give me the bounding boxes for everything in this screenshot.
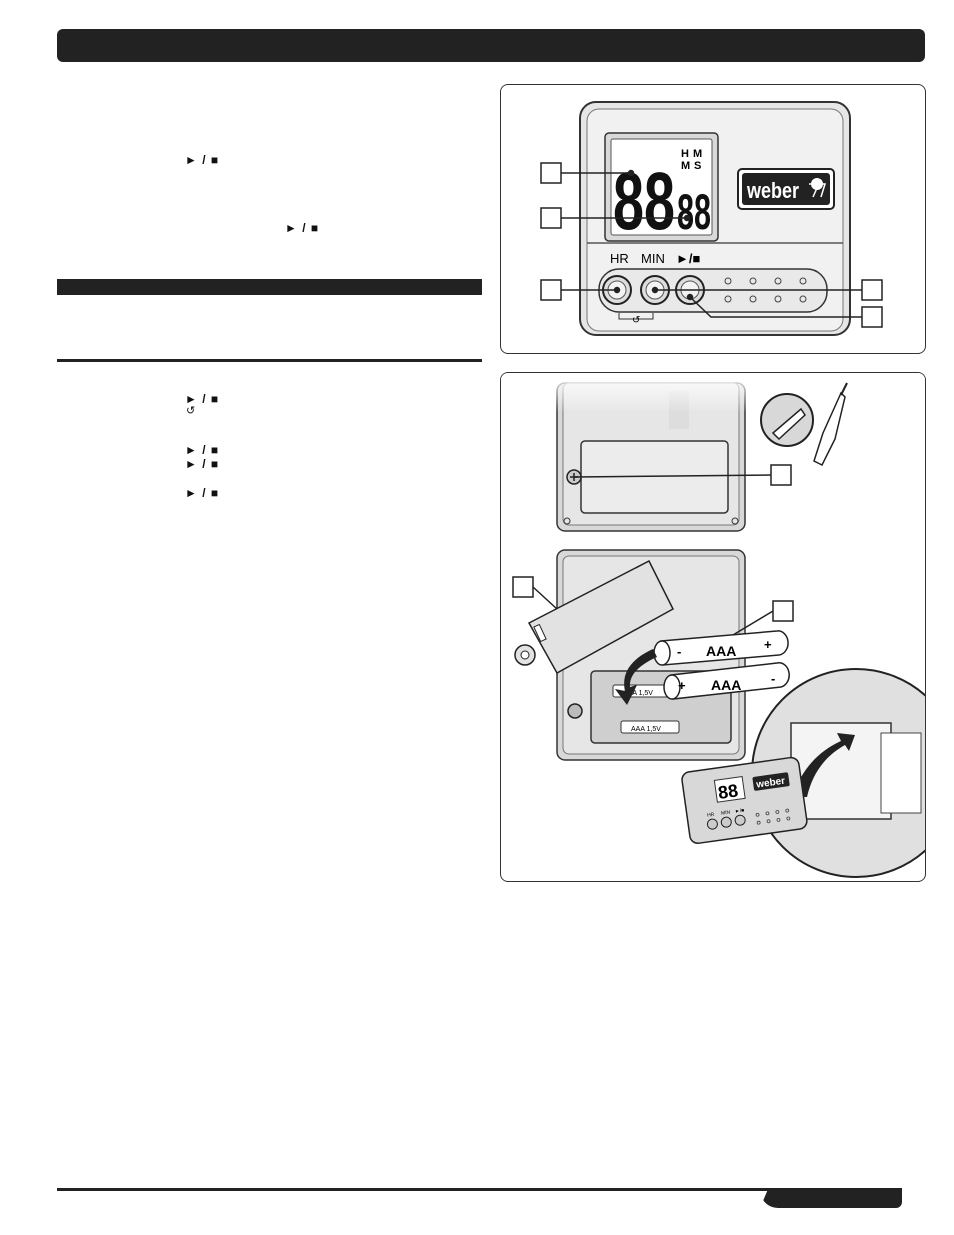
callout-box [540,207,562,229]
mini-start-stop-label: ►/■ [735,808,745,815]
header-bar [57,29,925,62]
timer-front-illustration: 88 88 H M M S weber HR MIN ►/■ ↺ [540,101,883,336]
aaa-battery: AAA - + [653,630,789,666]
start-stop-symbol: ► / ■ [185,443,220,457]
footer-rule [57,1188,899,1191]
display-large-digits: 88 [613,156,675,247]
start-stop-symbol: ► / ■ [185,392,220,406]
unit-label-h: H [681,148,689,160]
mini-min-label: MIN [721,810,731,817]
start-stop-symbol: ► / ■ [185,457,220,471]
mini-timer: 88 weber HR MIN ►/■ [681,756,808,845]
start-stop-symbol: ► / ■ [185,486,220,500]
battery-plus: + [764,637,772,652]
mini-hr-label: HR [707,812,715,819]
battery-minus: - [677,644,681,659]
battery-label: AAA [711,677,741,693]
reset-symbol: ↺ [186,405,197,417]
callout-box [512,576,534,598]
section-heading-bar [57,279,482,295]
weber-logo-text: weber [746,178,799,203]
callout-box [540,162,562,184]
aaa-battery: AAA + - [663,662,790,700]
callout-box [770,464,792,486]
reset-symbol: ↺ [632,315,640,326]
mount-arrow [793,733,855,797]
battery-slot [620,720,680,734]
start-stop-symbol: ► / ■ [285,221,320,235]
min-label: MIN [641,251,665,266]
mini-display: 88 [717,780,740,803]
start-stop-symbol: ► / ■ [185,153,220,167]
display-small-digits: 88 [677,184,711,240]
callout-box [861,279,883,301]
callout-box [861,306,883,328]
section-rule [57,359,482,362]
battery-replacement-illustration: AAA 1,5V AAA 1,5V AAA - + AAA + - [501,373,925,878]
footer-page-tab [760,1188,902,1208]
unit-label-m: M [693,148,702,160]
slot-label: AAA 1,5V [631,726,661,733]
mini-logo: weber [755,776,786,791]
start-stop-label: ►/■ [676,251,700,266]
battery-minus: - [771,671,775,686]
battery-plus: + [678,678,686,693]
slot-label: AAA 1,5V [623,690,653,697]
unit-label-m: M [681,160,690,172]
battery-replacement-figure: AAA 1,5V AAA 1,5V AAA - + AAA + - [500,372,926,882]
callout-box [772,600,794,622]
hr-label: HR [610,251,629,266]
callout-box [540,279,562,301]
insert-arrow [615,649,657,705]
unit-label-s: S [694,160,701,172]
timer-front-figure: 88 88 H M M S weber HR MIN ►/■ ↺ [500,84,926,354]
battery-label: AAA [706,643,736,659]
